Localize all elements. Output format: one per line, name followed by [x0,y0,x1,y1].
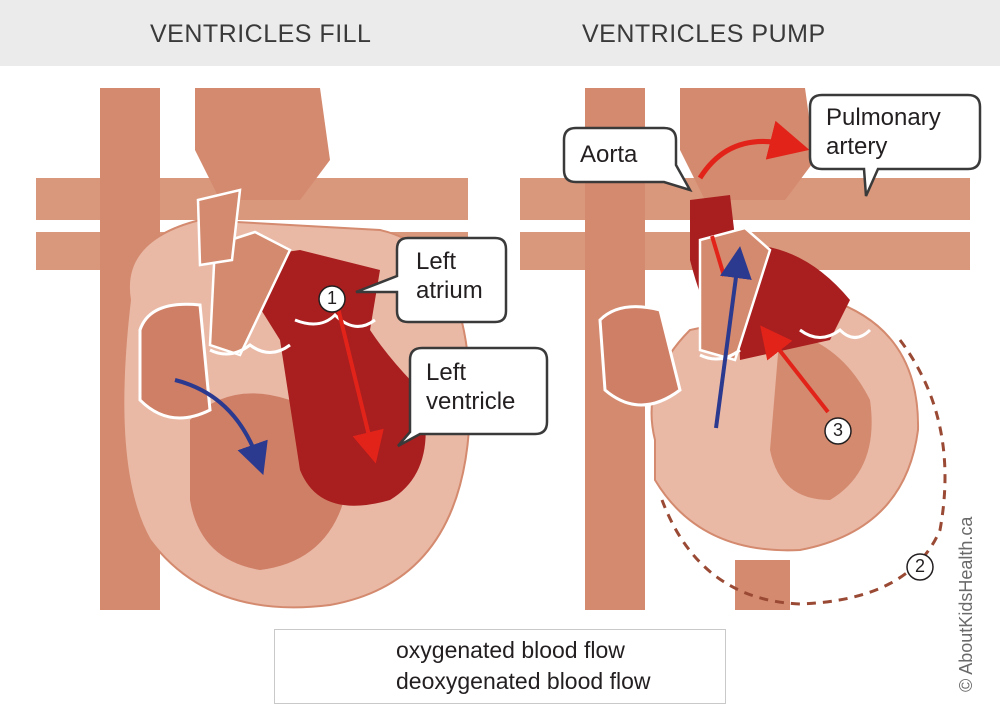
right-mitral-valve [799,328,872,339]
left-atrium-label: Left atrium [416,248,483,304]
marker-2: 2 [914,556,925,576]
right-right-atrium [598,305,682,407]
aorta-label: Aorta [580,141,638,168]
pulmonary-artery-callout-box [808,93,982,197]
right-oxygenated-arrow [760,325,830,414]
left-mitral-valve [294,312,376,328]
left-aorta-root [208,230,292,357]
copyright-text: © AboutKidsHealth.ca [956,516,976,692]
legend-oxygenated-label: oxygenated blood flow [396,637,625,663]
right-aorta-arrow [697,120,810,180]
legend-deoxygenated-label: deoxygenated blood flow [396,668,651,694]
legend [274,629,726,704]
pulmonary-artery-label: Pulmonary artery [826,104,941,160]
left-atrium-callout-box [355,236,508,324]
right-descending-aorta [735,560,790,610]
marker-1: 1 [326,288,337,308]
marker-3: 3 [832,420,843,440]
contraction-dashed-outline [660,339,947,606]
left-aortic-arch [195,88,330,200]
left-right-atrium [138,302,212,420]
right-heart [520,88,982,610]
left-panel-title: VENTRICLES FILL [150,20,372,48]
marker-2-circle [906,553,934,581]
left-heart [36,88,549,610]
left-valve-line [209,343,291,356]
right-valve-line [699,348,741,361]
aorta-callout-box [562,126,693,193]
left-ventricle-callout-box [397,346,549,448]
right-panel-title: VENTRICLES PUMP [582,20,826,48]
left-ventricle-label: Left ventricle [426,359,516,415]
header-band [0,0,1000,66]
marker-3-circle [824,417,852,445]
marker-1-circle [318,285,346,313]
left-oxygenated-arrow [336,307,384,464]
left-deoxygenated-arrow [174,378,268,476]
left-pulmonary-root [196,188,242,267]
right-deoxygenated-arrow [714,246,752,429]
